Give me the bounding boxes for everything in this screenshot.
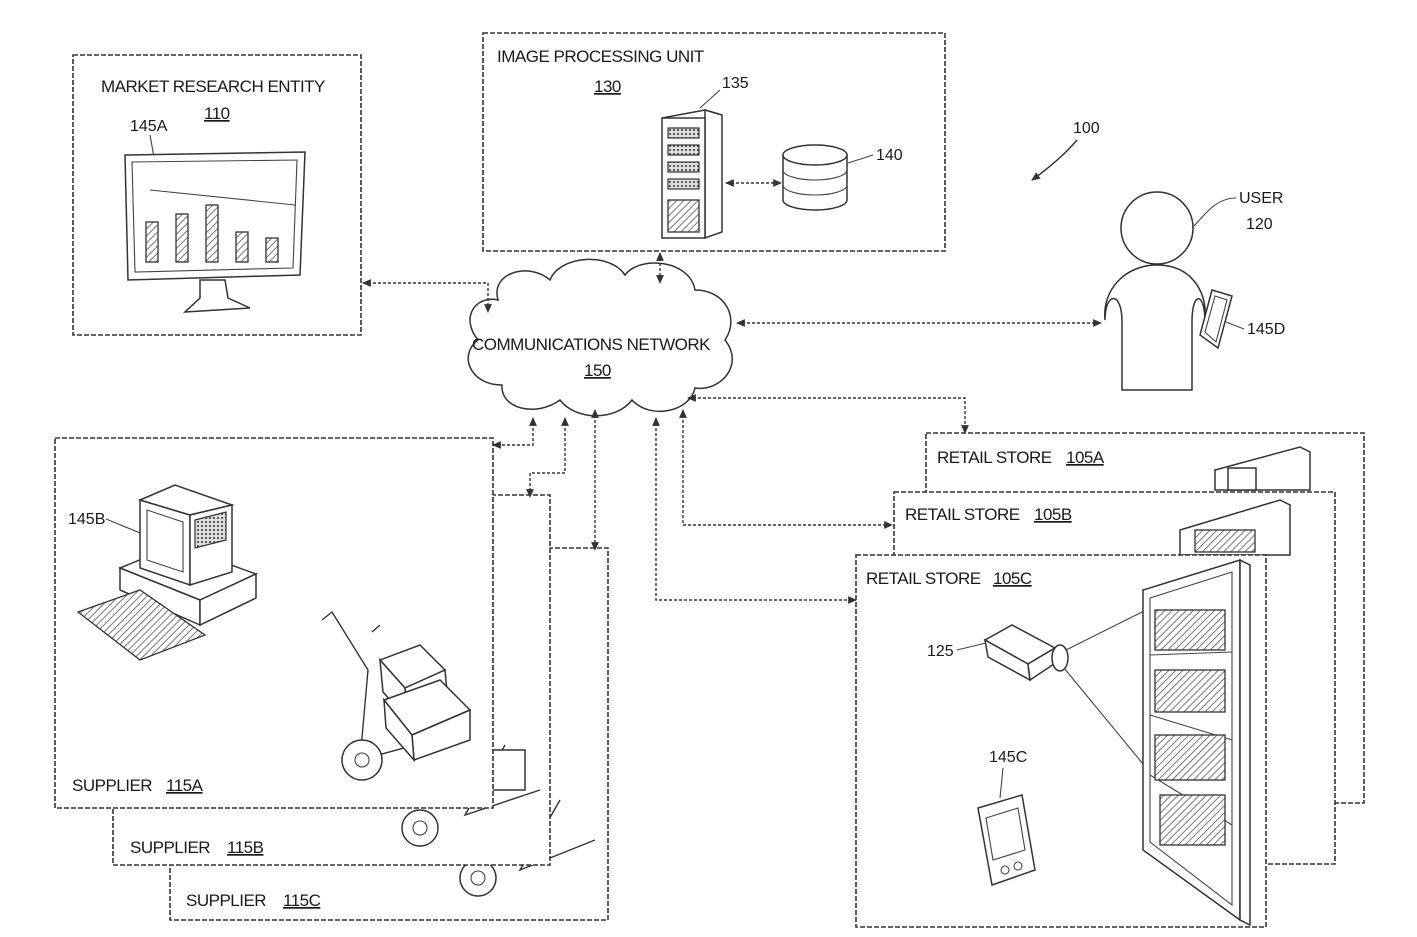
- conn-retail-105b: [683, 410, 892, 525]
- supplier-115c-title: SUPPLIER: [186, 891, 266, 910]
- retail-store-105b-title: RETAIL STORE: [905, 505, 1020, 524]
- monitor-ref-label: 145A: [130, 118, 168, 135]
- image-processing-title: IMAGE PROCESSING UNIT: [497, 47, 704, 66]
- tablet-ref-label: 145D: [1247, 321, 1285, 338]
- user-title: USER: [1239, 190, 1283, 207]
- conn-retail-105a: [688, 398, 965, 433]
- user: USER 120 145D: [1105, 190, 1286, 390]
- retail-store-105a-title: RETAIL STORE: [937, 448, 1052, 467]
- tablet-ref-leader: [1226, 322, 1244, 329]
- communications-network: COMMUNICATIONS NETWORK 150: [468, 259, 732, 415]
- figure-ref-arrow: [1032, 140, 1077, 180]
- supplier-115a: SUPPLIER 115A 145B: [55, 438, 493, 808]
- conn-retail-105c: [656, 418, 856, 600]
- user-figure-icon: [1105, 192, 1206, 390]
- market-research-entity: MARKET RESEARCH ENTITY 110 145A: [73, 55, 361, 335]
- retail-store-105c-ref: 105C: [993, 569, 1032, 588]
- server-ref-label: 135: [722, 75, 749, 92]
- image-processing-ref: 130: [594, 77, 621, 96]
- camera-ref-label: 125: [927, 643, 954, 660]
- computer-ref-label: 145B: [68, 511, 105, 528]
- conn-market-research: [363, 283, 488, 312]
- retail-store-105b-ref: 105B: [1034, 505, 1072, 524]
- server-icon: [662, 110, 722, 238]
- conn-supplier-115b: [530, 418, 565, 497]
- network-ref: 150: [584, 361, 611, 380]
- tablet-icon: [1200, 290, 1232, 348]
- network-title: COMMUNICATIONS NETWORK: [472, 335, 711, 354]
- image-processing-unit: IMAGE PROCESSING UNIT 130 135 140: [483, 33, 945, 251]
- supplier-115a-title: SUPPLIER: [72, 776, 152, 795]
- retail-store-105a-ref: 105A: [1066, 448, 1105, 467]
- supplier-115b-ref: 115B: [227, 838, 264, 857]
- market-research-ref: 110: [204, 104, 230, 123]
- database-ref-label: 140: [876, 147, 903, 164]
- supplier-115a-ref: 115A: [166, 776, 204, 795]
- supplier-115c-ref: 115C: [283, 891, 321, 910]
- user-ref: 120: [1246, 216, 1273, 233]
- figure-reference: 100: [1032, 120, 1100, 180]
- shelf-items-icon: [1195, 530, 1255, 552]
- market-research-title: MARKET RESEARCH ENTITY: [101, 77, 325, 96]
- shelf-box-icon: [1228, 468, 1256, 490]
- handheld-ref-label: 145C: [989, 749, 1027, 766]
- supplier-115b-title: SUPPLIER: [130, 838, 210, 857]
- conn-supplier-115a: [493, 418, 533, 445]
- database-icon: [783, 145, 847, 210]
- figure-ref-label: 100: [1073, 120, 1100, 137]
- retail-store-105c: RETAIL STORE 105C 125: [856, 555, 1266, 927]
- user-ref-leader: [1192, 198, 1236, 228]
- retail-store-105c-title: RETAIL STORE: [866, 569, 981, 588]
